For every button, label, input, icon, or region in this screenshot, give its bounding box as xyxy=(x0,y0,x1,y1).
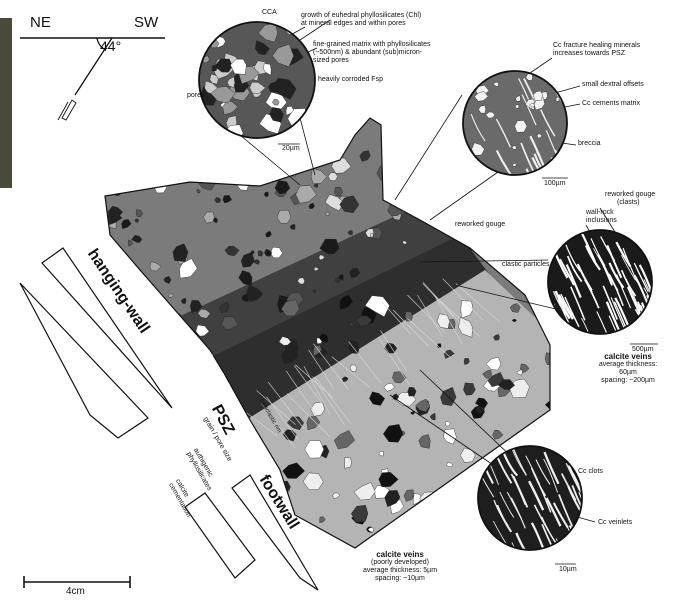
label-cements: Cc cements matrix xyxy=(582,100,640,108)
label-growth-1: growth of euhedral phyllosilicates (Chl) xyxy=(301,12,421,20)
calcite-vein xyxy=(581,504,595,530)
label-offsets: small dextral offsets xyxy=(582,81,644,89)
label-bottom-veins-title: calcite veins xyxy=(355,551,445,559)
label-cc-veinlets: Cc veinlets xyxy=(598,519,632,527)
grain xyxy=(446,519,453,526)
inset-bottom-right xyxy=(478,446,595,579)
label-matrix-3: sized pores xyxy=(313,57,431,65)
grain xyxy=(536,428,539,431)
orientation-symbol xyxy=(20,38,165,120)
label-matrix-2: (~500nm) & abundant (sub)micron- xyxy=(313,49,431,57)
grain xyxy=(418,537,424,543)
grain xyxy=(555,349,566,358)
grain xyxy=(235,158,249,173)
grain xyxy=(400,204,404,209)
grain xyxy=(153,144,165,156)
grain xyxy=(428,541,433,545)
grain xyxy=(305,150,308,154)
grain xyxy=(304,536,315,551)
label-bottom-veins-2: spacing: ~10µm xyxy=(355,575,445,583)
grain xyxy=(214,218,218,223)
inset-top xyxy=(199,22,315,144)
grain xyxy=(484,542,495,553)
label-scale-20um: 20µm xyxy=(282,145,300,153)
grain xyxy=(345,457,352,468)
clast xyxy=(556,97,559,102)
grain xyxy=(413,527,427,541)
grain xyxy=(183,154,197,170)
label-fracture-2: increases towards PSZ xyxy=(553,50,640,58)
label-fsp: heavily corroded Fsp xyxy=(318,76,383,84)
calcite-vein xyxy=(580,509,594,541)
label-mid-veins-1: average thickness: 60µm xyxy=(590,361,666,377)
grain xyxy=(393,158,409,174)
inset-mid-right xyxy=(548,230,665,361)
grain xyxy=(156,152,169,169)
calcite-vein xyxy=(650,295,664,322)
inset-upper-right xyxy=(463,71,569,194)
calcite-vein xyxy=(466,159,480,190)
calcite-vein xyxy=(501,549,515,579)
grain xyxy=(210,150,218,158)
label-scale-10um: 10µm xyxy=(559,566,577,574)
label-wallrock-2: inclusions xyxy=(586,217,617,225)
label-scale-100um: 100µm xyxy=(544,180,566,188)
image-strip xyxy=(0,18,12,188)
label-wallrock-1: wall-rock xyxy=(586,209,617,217)
grain xyxy=(132,177,141,187)
label-fracture-1: Cc fracture healing minerals xyxy=(553,42,640,50)
label-reworked-gouge: reworked gouge xyxy=(455,221,505,229)
grain xyxy=(180,337,186,343)
label-matrix-1: fine-grained matrix with phyllosilicates xyxy=(313,41,431,49)
grain xyxy=(318,148,329,161)
label-cc-clots: Cc clots xyxy=(578,468,603,476)
grain xyxy=(293,168,298,172)
calcite-vein xyxy=(640,305,654,334)
label-cca: CCA xyxy=(262,9,277,17)
calcite-vein xyxy=(483,535,497,564)
grain xyxy=(370,233,373,237)
label-clastic: clastic particles xyxy=(502,261,549,269)
label-pores: pores xyxy=(187,92,205,100)
label-mid-veins-2: spacing: ~200µm xyxy=(590,377,666,385)
calcite-vein xyxy=(510,548,524,576)
grain xyxy=(283,160,291,166)
label-bottom-veins-sub: (poorly developed) xyxy=(355,559,445,567)
label-mid-veins-title: calcite veins xyxy=(590,353,666,361)
grain xyxy=(250,169,268,183)
grain xyxy=(255,157,261,164)
label-angle: 44° xyxy=(100,38,121,54)
grain xyxy=(394,147,403,155)
label-breccia: breccia xyxy=(578,140,601,148)
label-ne: NE xyxy=(30,14,51,31)
grain xyxy=(334,187,342,196)
grain xyxy=(195,146,211,162)
grain xyxy=(545,353,558,366)
label-scale-4cm: 4cm xyxy=(66,588,85,596)
grain xyxy=(479,538,493,550)
label-sw: SW xyxy=(134,14,158,31)
grain xyxy=(132,160,137,166)
grain xyxy=(272,150,280,159)
grain xyxy=(303,533,310,540)
label-growth-2: at mineral edges and within pores xyxy=(301,20,421,28)
label-reworked-2: (clasts) xyxy=(605,199,655,207)
label-bottom-veins-1: average thickness: 5µm xyxy=(355,567,445,575)
calcite-vein xyxy=(642,303,656,335)
calcite-vein xyxy=(567,331,581,359)
label-reworked-1: reworked gouge xyxy=(605,191,655,199)
grain xyxy=(232,158,252,175)
grain xyxy=(447,527,454,533)
calcite-vein xyxy=(555,150,569,182)
